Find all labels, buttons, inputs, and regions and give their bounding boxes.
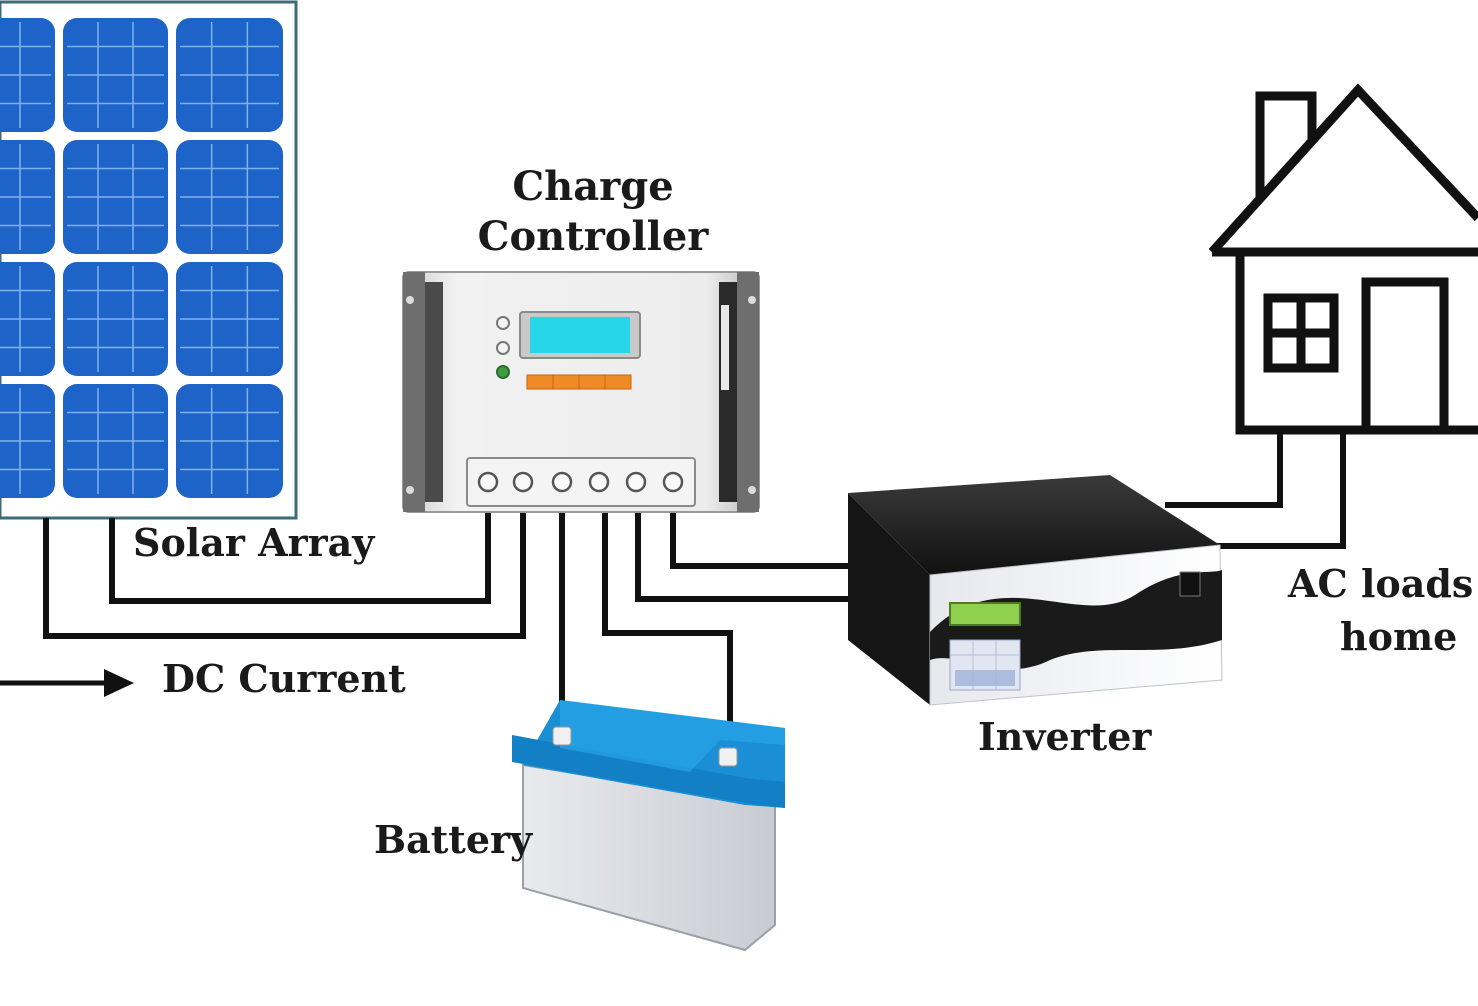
wire-inverter-2 xyxy=(635,508,855,602)
wire-panel-positive xyxy=(109,508,491,604)
controller-terminals xyxy=(477,471,684,493)
label-controller: Controller xyxy=(478,213,710,260)
battery-icon xyxy=(512,700,785,952)
house-icon xyxy=(1208,83,1478,435)
terminal-screw xyxy=(477,471,499,493)
label-solar-array: Solar Array xyxy=(133,520,375,565)
solar-panel-icon xyxy=(0,0,298,520)
wire-inverter-1 xyxy=(670,508,855,569)
wire-house-2 xyxy=(1215,430,1346,549)
label-battery: Battery xyxy=(374,817,533,862)
terminal-screw xyxy=(588,471,610,493)
terminal-screw xyxy=(512,471,534,493)
wire-panel-negative xyxy=(43,508,526,639)
label-charge: Charge xyxy=(512,163,673,210)
wire-battery-negative xyxy=(602,508,733,755)
arrow-right-icon xyxy=(0,669,134,697)
inverter-screen xyxy=(949,602,1021,626)
controller-buttons xyxy=(526,374,632,390)
label-ac-loads: AC loads in xyxy=(1287,561,1478,606)
terminal-screw xyxy=(625,471,647,493)
solar-panel-cells xyxy=(0,18,283,498)
wiring xyxy=(43,430,1346,755)
label-dc-current: DC Current xyxy=(162,656,406,701)
charge-controller-icon xyxy=(402,271,760,513)
controller-terminal-block xyxy=(466,457,696,507)
label-home: home xyxy=(1340,614,1457,659)
label-inverter: Inverter xyxy=(978,714,1152,759)
terminal-screw xyxy=(662,471,684,493)
inverter-icon xyxy=(848,475,1223,706)
terminal-screw xyxy=(551,471,573,493)
wire-house-1 xyxy=(1165,430,1283,508)
